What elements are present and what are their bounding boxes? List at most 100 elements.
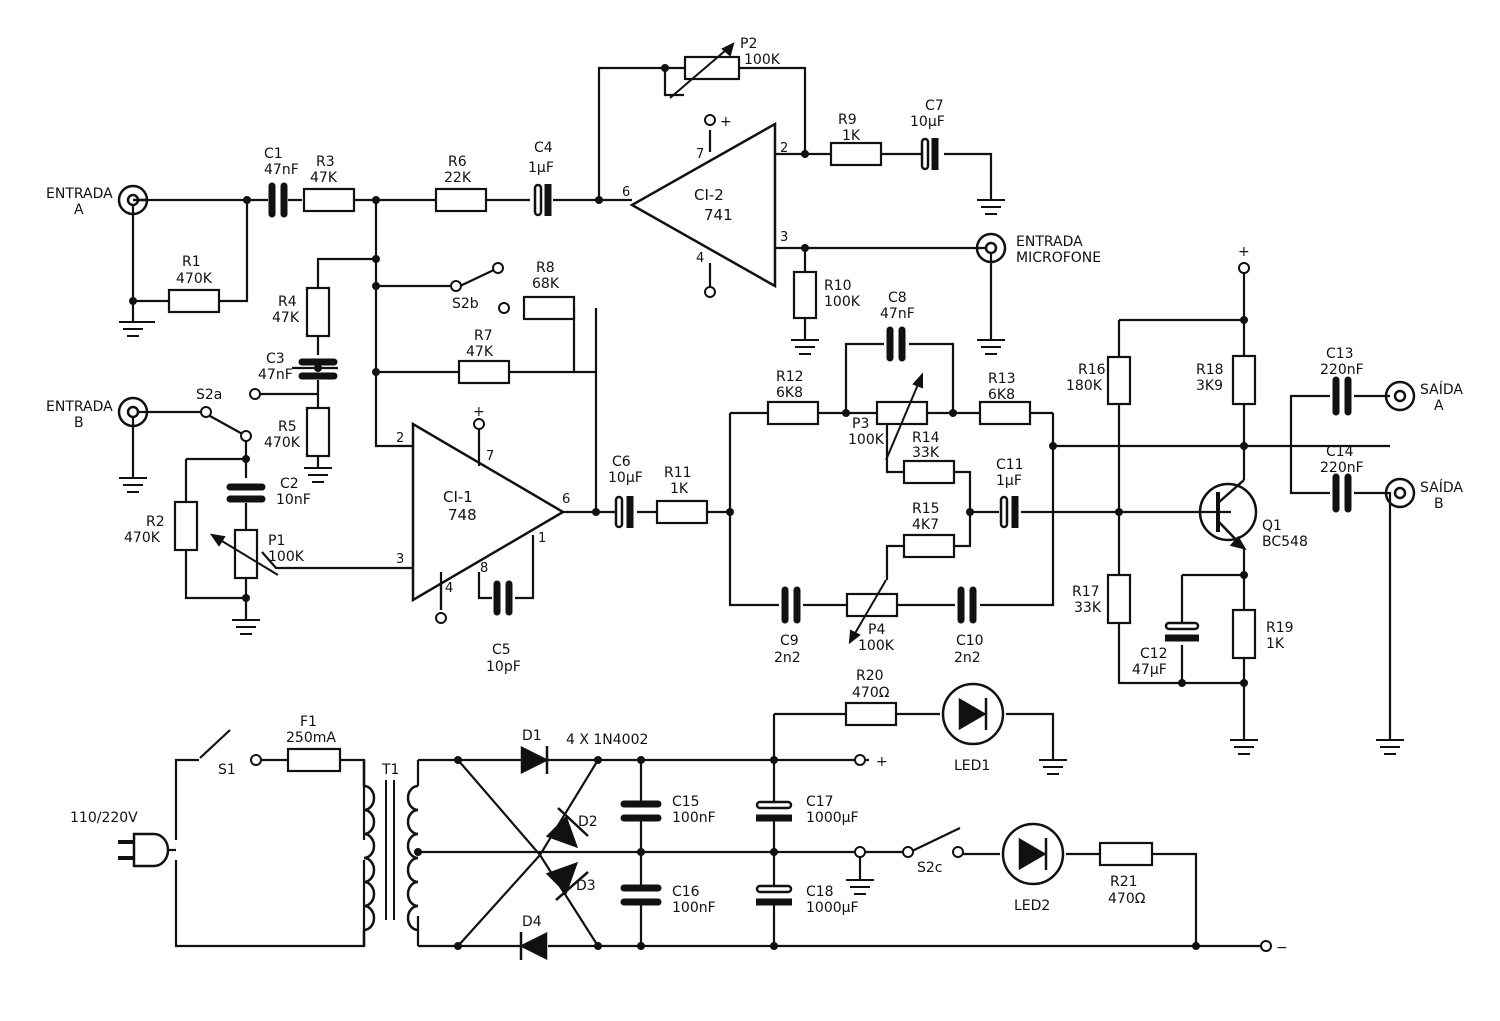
capacitor-c14: [1332, 473, 1352, 513]
label-components-r13-ref: R13: [988, 371, 1016, 387]
label-saida-b: SAÍDA: [1420, 479, 1463, 496]
label-components-r7-value: 47K: [466, 344, 494, 360]
diode-d4: [519, 931, 548, 961]
resistors: [167, 55, 1257, 867]
label-components-p4-ref: P4: [868, 622, 885, 638]
label-components-r11-ref: R11: [664, 465, 692, 481]
label-components-s2a-ref: S2a: [196, 387, 222, 403]
label-pins-ci2-p4: 4: [696, 251, 704, 266]
label-components-c14-value: 220nF: [1320, 460, 1364, 476]
label-components-c10-ref: C10: [956, 633, 984, 649]
resistor-r18: [1231, 354, 1257, 406]
label-components-c2-value: 10nF: [276, 492, 311, 508]
potentiometer-p2: [683, 55, 741, 81]
label-components-c12-value: 47µF: [1132, 662, 1167, 678]
resistor-r15: [902, 533, 956, 559]
capacitor-c6: [614, 495, 624, 529]
label-pins-ci2-p6: 6: [622, 185, 630, 200]
resistor-r17: [1106, 573, 1132, 625]
label-components-r13-value: 6K8: [988, 387, 1015, 403]
label-entrada-b-letter: B: [74, 415, 84, 431]
label-components-c15-value: 100nF: [672, 810, 716, 826]
label-components-r20-ref: R20: [856, 668, 884, 684]
label-components-r8-value: 68K: [532, 276, 560, 292]
label-components-r5-value: 470K: [264, 435, 301, 451]
label-components-s2c-ref: S2c: [917, 860, 943, 876]
label-components-c12-ref: C12: [1140, 646, 1168, 662]
label-components-r17-ref: R17: [1072, 584, 1100, 600]
resistor-r2: [173, 500, 199, 552]
label-components-r21-ref: R21: [1110, 874, 1138, 890]
arrow-icon: [209, 533, 226, 547]
jack-saida-a[interactable]: [1384, 380, 1416, 412]
arrow-icon: [912, 372, 923, 389]
label-components-q1-ref: Q1: [1262, 518, 1282, 534]
label-components-r1-ref: R1: [182, 254, 201, 270]
resistor-r4: [305, 286, 331, 338]
label-saida-a-letter: A: [1434, 398, 1444, 414]
ground-icon: [1039, 759, 1067, 775]
label-pins-ci1-p6: 6: [562, 492, 570, 507]
jack-saida-b[interactable]: [1384, 477, 1416, 509]
label-components-ci2-value: 741: [704, 206, 733, 224]
label-components-r15-ref: R15: [912, 501, 940, 517]
label-components-c11-ref: C11: [996, 457, 1024, 473]
label-components-r10-value: 100K: [824, 294, 861, 310]
label-components-r7-ref: R7: [474, 328, 493, 344]
capacitor-c7: [920, 137, 930, 171]
terminals: [200, 114, 1272, 952]
label-components-f1-value: 250mA: [286, 730, 336, 746]
label-entrada-mic-2: MICROFONE: [1016, 250, 1101, 266]
ground-icon: [977, 199, 1005, 215]
resistor-r13: [978, 400, 1032, 426]
resistor-r11: [655, 499, 709, 525]
resistor-r21: [1098, 841, 1154, 867]
label-components-c3-ref: C3: [266, 351, 285, 367]
label-saida-b-letter: B: [1434, 496, 1444, 512]
plus-symbol: +: [720, 114, 732, 130]
ground-icon: [1376, 739, 1404, 755]
jack-entrada-b[interactable]: [117, 396, 149, 428]
resistor-r1: [167, 288, 221, 314]
label-components-r4-ref: R4: [278, 294, 297, 310]
opamp-ci1: [411, 421, 566, 603]
capacitor-c17: [755, 800, 793, 810]
label-components-c3-value: 47nF: [258, 367, 293, 383]
label-components-p1-ref: P1: [268, 533, 285, 549]
jack-entrada-microfone[interactable]: [975, 232, 1007, 264]
label-saida-a: SAÍDA: [1420, 381, 1463, 398]
capacitor-c18: [755, 884, 793, 894]
capacitor-c16: [620, 884, 662, 906]
label-components-r17-value: 33K: [1074, 600, 1102, 616]
plus-symbol: +: [1238, 244, 1250, 260]
capacitor-c2: [226, 483, 266, 503]
label-components-r16-ref: R16: [1078, 362, 1106, 378]
label-components-r6-ref: R6: [448, 154, 467, 170]
capacitor-c4: [533, 183, 543, 217]
label-diodes-note: 4 X 1N4002: [566, 732, 648, 748]
label-components-r11-value: 1K: [670, 481, 689, 497]
resistor-r5: [305, 406, 331, 458]
label-components-c7-value: 10µF: [910, 114, 945, 130]
label-components-c4-ref: C4: [534, 140, 553, 156]
label-components-c16-ref: C16: [672, 884, 700, 900]
led2: [1001, 822, 1065, 886]
label-components-r12-value: 6K8: [776, 385, 803, 401]
capacitors-polar: [533, 137, 1200, 906]
resistor-r9: [829, 141, 883, 167]
label-mains: 110/220V: [70, 810, 138, 826]
label-components-c7-ref: C7: [925, 98, 944, 114]
label-components-c6-value: 10µF: [608, 470, 643, 486]
diode-d2: [545, 815, 579, 849]
ground-icon: [791, 339, 819, 355]
jack-entrada-a[interactable]: [117, 184, 149, 216]
capacitor-c1: [268, 182, 288, 218]
label-components-r8-ref: R8: [536, 260, 555, 276]
mains-plug-icon: [118, 832, 170, 868]
label-components-c9-ref: C9: [780, 633, 799, 649]
label-components-r1-value: 470K: [176, 271, 213, 287]
resistor-r3: [302, 187, 356, 213]
label-components-ci1-ref: CI-1: [443, 488, 473, 506]
label-components-ci2-ref: CI-2: [694, 186, 724, 204]
